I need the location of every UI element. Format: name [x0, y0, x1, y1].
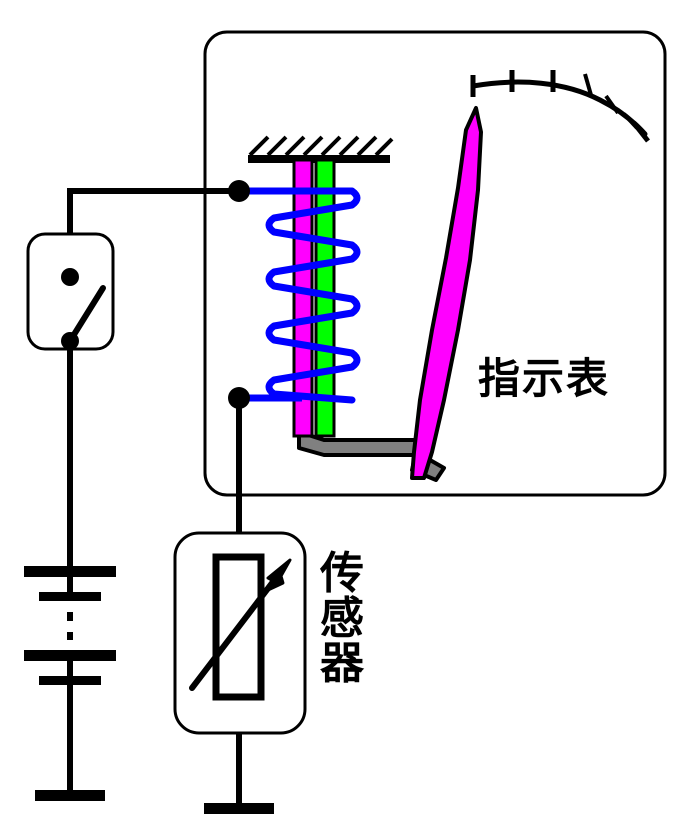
switch-terminal-top [61, 268, 79, 286]
battery-plate-short-2 [39, 676, 101, 685]
meter-pointer-needle [410, 106, 483, 480]
heater-coil [265, 187, 361, 404]
battery-ground-bar [35, 790, 105, 801]
scale-ticks [470, 70, 650, 143]
sensor-label: 传 感 器 [320, 548, 364, 689]
scale-tick-4 [583, 73, 593, 96]
scale-tick-5 [604, 94, 620, 115]
switch-blade [67, 285, 106, 344]
ceiling-hatch-lines [248, 135, 394, 157]
battery-plate-short-1 [39, 592, 101, 601]
battery-plate-long-2 [24, 650, 116, 661]
scale-tick-6 [622, 112, 639, 130]
bimetal-layer-magenta [292, 158, 314, 438]
scale-tick-7 [635, 125, 650, 143]
meter-scale-arc [470, 70, 650, 143]
junction-top [228, 180, 250, 202]
sensor-ground-bar [204, 803, 274, 814]
indicator-meter-label: 指示表 [478, 354, 611, 403]
battery-plate-long-1 [24, 566, 116, 577]
sensor-variable-arrow-head [266, 558, 292, 592]
junction-bottom [228, 387, 250, 409]
switch-terminal-bottom [61, 332, 79, 350]
